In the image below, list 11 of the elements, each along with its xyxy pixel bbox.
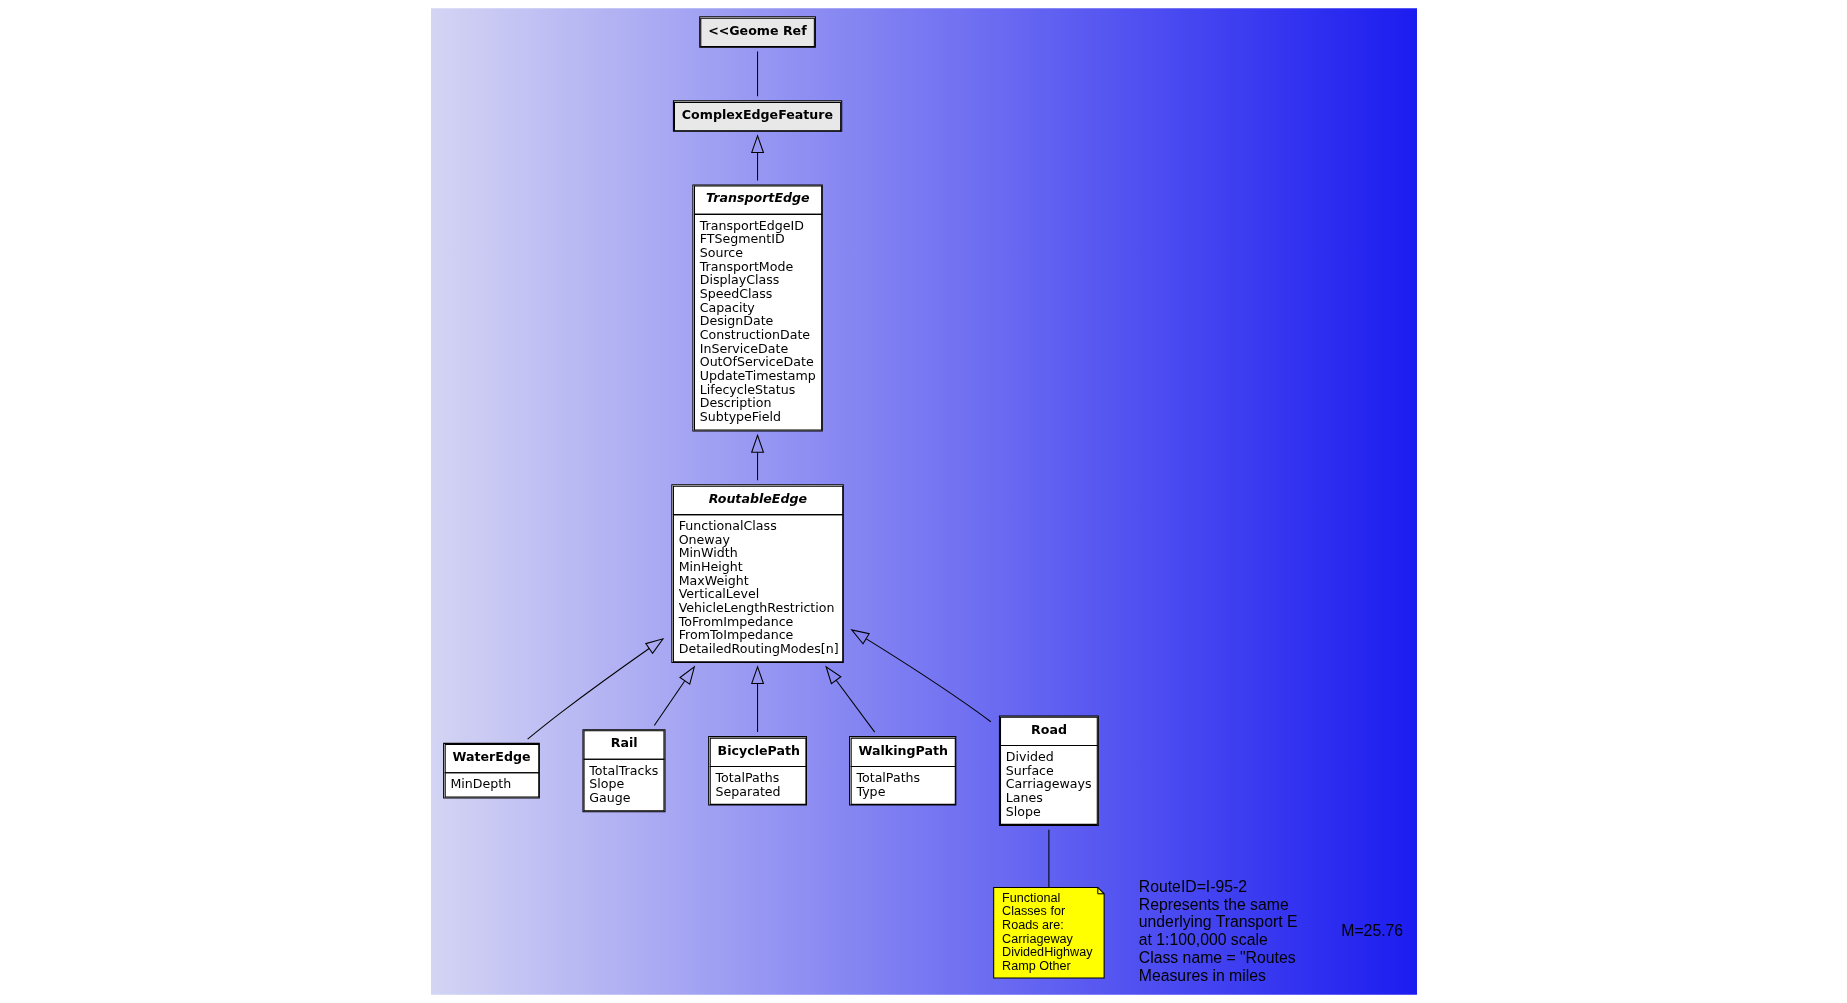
arrow	[653, 665, 695, 726]
connector	[756, 50, 758, 97]
label: M=25.76	[1340, 922, 1403, 940]
arrow	[750, 665, 764, 733]
arrow	[824, 665, 875, 733]
arrow	[849, 629, 991, 723]
connector	[1047, 829, 1049, 888]
arrow	[750, 433, 764, 481]
arrow	[526, 637, 664, 740]
arrow	[750, 134, 764, 182]
label: RouteID=I-95-2 Represents the same underlying Transport E at 1:100,000 scale Class name = "Routes Measures in miles	[1138, 877, 1297, 985]
